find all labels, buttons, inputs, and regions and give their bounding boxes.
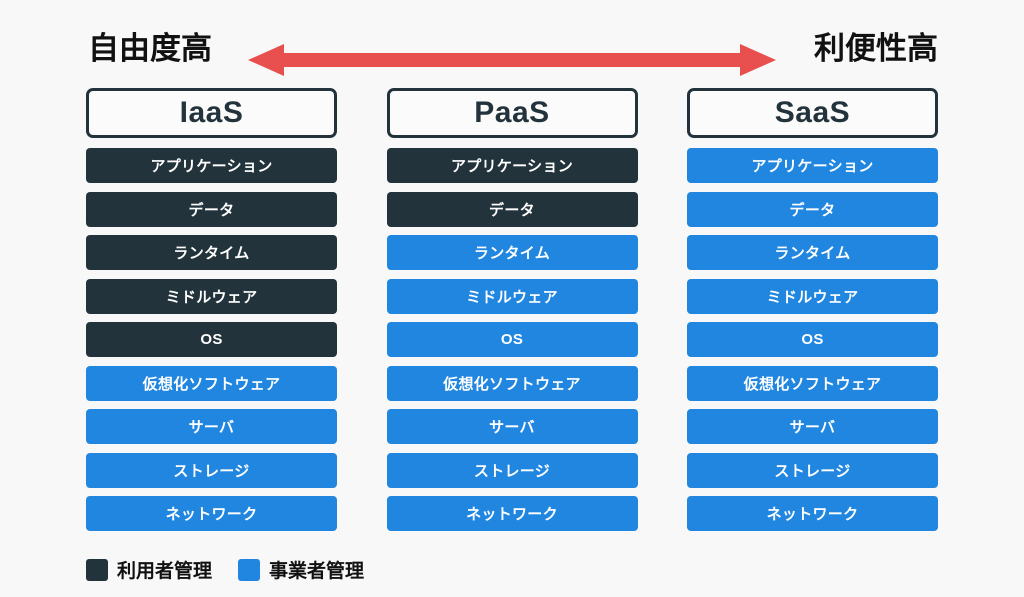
column-title-iaas: IaaS — [86, 88, 337, 138]
service-model-columns: IaaS アプリケーション データ ランタイム ミドルウェア OS 仮想化ソフト… — [86, 88, 938, 536]
double-headed-arrow-icon — [248, 44, 776, 76]
legend-item-vendor-managed: 事業者管理 — [238, 556, 364, 583]
layer-row: データ — [86, 191, 337, 227]
layer-row: ストレージ — [86, 452, 337, 488]
axis-label-freedom: 自由度高 — [88, 31, 212, 66]
layer-stack-iaas: アプリケーション データ ランタイム ミドルウェア OS 仮想化ソフトウェア サ… — [86, 148, 337, 531]
layer-row: ストレージ — [687, 452, 938, 488]
responsibility-axis: 自由度高 利便性高 — [0, 18, 1024, 80]
legend-swatch-icon-user — [86, 558, 108, 581]
layer-row: ランタイム — [386, 235, 638, 270]
column-iaas: IaaS アプリケーション データ ランタイム ミドルウェア OS 仮想化ソフト… — [86, 88, 337, 536]
column-paas: PaaS アプリケーション データ ランタイム ミドルウェア OS 仮想化ソフト… — [386, 88, 638, 536]
legend: 利用者管理 事業者管理 — [86, 556, 364, 583]
layer-row: ネットワーク — [386, 496, 638, 531]
layer-row: データ — [687, 191, 938, 227]
layer-row: データ — [386, 191, 638, 227]
layer-row: ストレージ — [386, 452, 638, 488]
layer-row: ミドルウェア — [687, 278, 938, 314]
layer-row: ミドルウェア — [86, 278, 337, 314]
layer-row: 仮想化ソフトウェア — [386, 365, 638, 401]
layer-row: OS — [386, 322, 638, 357]
layer-row: アプリケーション — [687, 148, 938, 183]
layer-row: サーバ — [386, 409, 638, 444]
legend-swatch-icon-vendor — [238, 558, 261, 581]
layer-row: ネットワーク — [687, 496, 938, 531]
legend-item-user-managed: 利用者管理 — [86, 556, 212, 583]
column-title-saas: SaaS — [687, 88, 938, 138]
axis-label-convenience: 利便性高 — [814, 31, 938, 66]
layer-stack-saas: アプリケーション データ ランタイム ミドルウェア OS 仮想化ソフトウェア サ… — [687, 148, 938, 531]
layer-row: ランタイム — [687, 235, 938, 270]
layer-row: OS — [687, 322, 938, 357]
legend-label-user: 利用者管理 — [117, 561, 213, 582]
column-title-paas: PaaS — [386, 88, 638, 138]
layer-stack-paas: アプリケーション データ ランタイム ミドルウェア OS 仮想化ソフトウェア サ… — [386, 148, 638, 531]
layer-row: 仮想化ソフトウェア — [687, 365, 938, 401]
layer-row: アプリケーション — [386, 148, 638, 183]
layer-row: アプリケーション — [86, 148, 337, 183]
layer-row: OS — [86, 322, 337, 357]
column-saas: SaaS アプリケーション データ ランタイム ミドルウェア OS 仮想化ソフト… — [687, 88, 938, 536]
layer-row: ネットワーク — [86, 496, 337, 531]
layer-row: 仮想化ソフトウェア — [86, 365, 337, 401]
arrow-shape — [248, 44, 776, 76]
layer-row: サーバ — [86, 409, 337, 444]
layer-row: ランタイム — [86, 235, 337, 270]
legend-label-vendor: 事業者管理 — [269, 561, 365, 582]
layer-row: ミドルウェア — [386, 278, 638, 314]
layer-row: サーバ — [687, 409, 938, 444]
